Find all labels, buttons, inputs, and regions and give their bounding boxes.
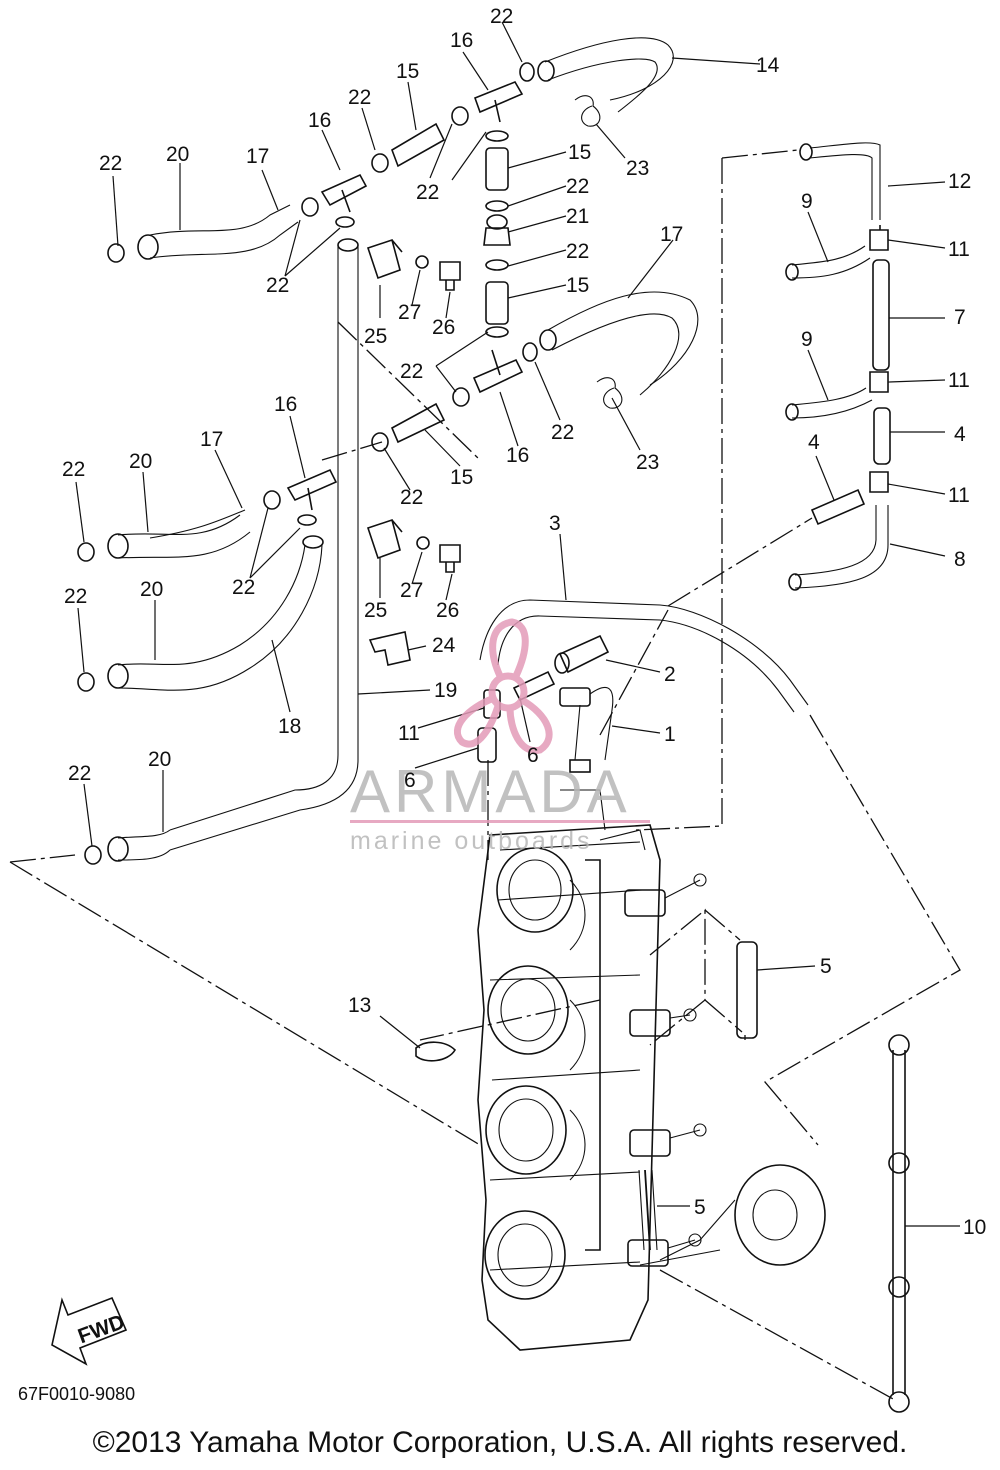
- propeller-logo-icon: [453, 618, 553, 755]
- callout-22: 22: [348, 86, 371, 109]
- callout-26: 26: [436, 599, 459, 622]
- callout-22: 22: [490, 5, 513, 28]
- callout-14: 14: [756, 54, 780, 77]
- callout-15: 15: [396, 60, 419, 83]
- callout-5: 5: [820, 955, 832, 978]
- diagram-part-code: 67F0010-9080: [18, 1384, 136, 1404]
- callout-20: 20: [148, 748, 171, 771]
- callout-19: 19: [434, 679, 457, 702]
- watermark-brand: ARMADA: [350, 758, 631, 825]
- callout-3: 3: [549, 512, 561, 535]
- callout-13: 13: [348, 994, 371, 1017]
- hose-parts-left: [77, 173, 368, 865]
- callout-11: 11: [948, 484, 970, 507]
- callout-21: 21: [566, 205, 589, 228]
- callout-23: 23: [636, 451, 659, 474]
- callout-16: 16: [506, 444, 529, 467]
- engine-carburetor-assembly: [477, 789, 826, 1351]
- leader-lines: [75, 21, 960, 1227]
- callout-22: 22: [232, 576, 255, 599]
- callout-7: 7: [954, 306, 966, 329]
- callout-25: 25: [364, 599, 387, 622]
- callout-17: 17: [200, 428, 223, 451]
- watermark-tagline: marine outboards: [350, 827, 593, 855]
- callout-15: 15: [450, 466, 473, 489]
- callout-22: 22: [400, 486, 423, 509]
- callout-22: 22: [62, 458, 85, 481]
- callout-22: 22: [64, 585, 87, 608]
- callout-11: 11: [398, 722, 420, 745]
- callout-22: 22: [416, 181, 439, 204]
- hose-parts-right: [415, 142, 910, 1413]
- callout-24: 24: [432, 634, 456, 657]
- assembly-lines: [9, 149, 961, 1401]
- callout-8: 8: [954, 548, 966, 571]
- callout-9: 9: [801, 328, 813, 351]
- callout-6: 6: [404, 769, 416, 792]
- callout-17: 17: [660, 223, 683, 246]
- callout-22: 22: [99, 152, 122, 175]
- fwd-label: FWD: [75, 1310, 128, 1348]
- fuel-filter-area: [477, 599, 809, 773]
- callout-18: 18: [278, 715, 301, 738]
- callout-11: 11: [948, 238, 970, 261]
- callout-22: 22: [566, 175, 589, 198]
- callout-2: 2: [664, 663, 676, 686]
- callout-6: 6: [527, 744, 539, 767]
- callout-12: 12: [948, 170, 971, 193]
- callout-11: 11: [948, 369, 970, 392]
- callout-20: 20: [166, 143, 189, 166]
- callout-4: 4: [808, 431, 820, 454]
- callout-4: 4: [954, 423, 966, 446]
- callout-17: 17: [246, 145, 269, 168]
- callout-9: 9: [801, 190, 813, 213]
- hose-parts-center: [149, 37, 699, 666]
- callout-20: 20: [140, 578, 163, 601]
- callout-22: 22: [566, 240, 589, 263]
- callout-26: 26: [432, 316, 455, 339]
- callout-25: 25: [364, 325, 387, 348]
- armada-watermark: ARMADA marine outboards: [350, 618, 650, 855]
- callout-5: 5: [694, 1196, 706, 1219]
- callout-27: 27: [400, 579, 423, 602]
- callout-1: 1: [664, 723, 676, 746]
- callout-15: 15: [566, 274, 589, 297]
- copyright-notice: ©2013 Yamaha Motor Corporation, U.S.A. A…: [92, 1426, 908, 1459]
- callout-16: 16: [450, 29, 473, 52]
- callout-22: 22: [266, 274, 289, 297]
- callout-16: 16: [274, 393, 297, 416]
- callout-27: 27: [398, 301, 421, 324]
- callout-15: 15: [568, 141, 591, 164]
- callout-10: 10: [963, 1216, 986, 1239]
- callout-20: 20: [129, 450, 152, 473]
- callout-22: 22: [68, 762, 91, 785]
- callout-22: 22: [551, 421, 574, 444]
- fwd-arrow: FWD: [51, 1296, 128, 1366]
- callout-23: 23: [626, 157, 649, 180]
- callout-22: 22: [400, 360, 423, 383]
- callout-numbers: 22 16 15 14 22 16 22 20 17 15 23 22 22 2…: [62, 5, 986, 1239]
- callout-16: 16: [308, 109, 331, 132]
